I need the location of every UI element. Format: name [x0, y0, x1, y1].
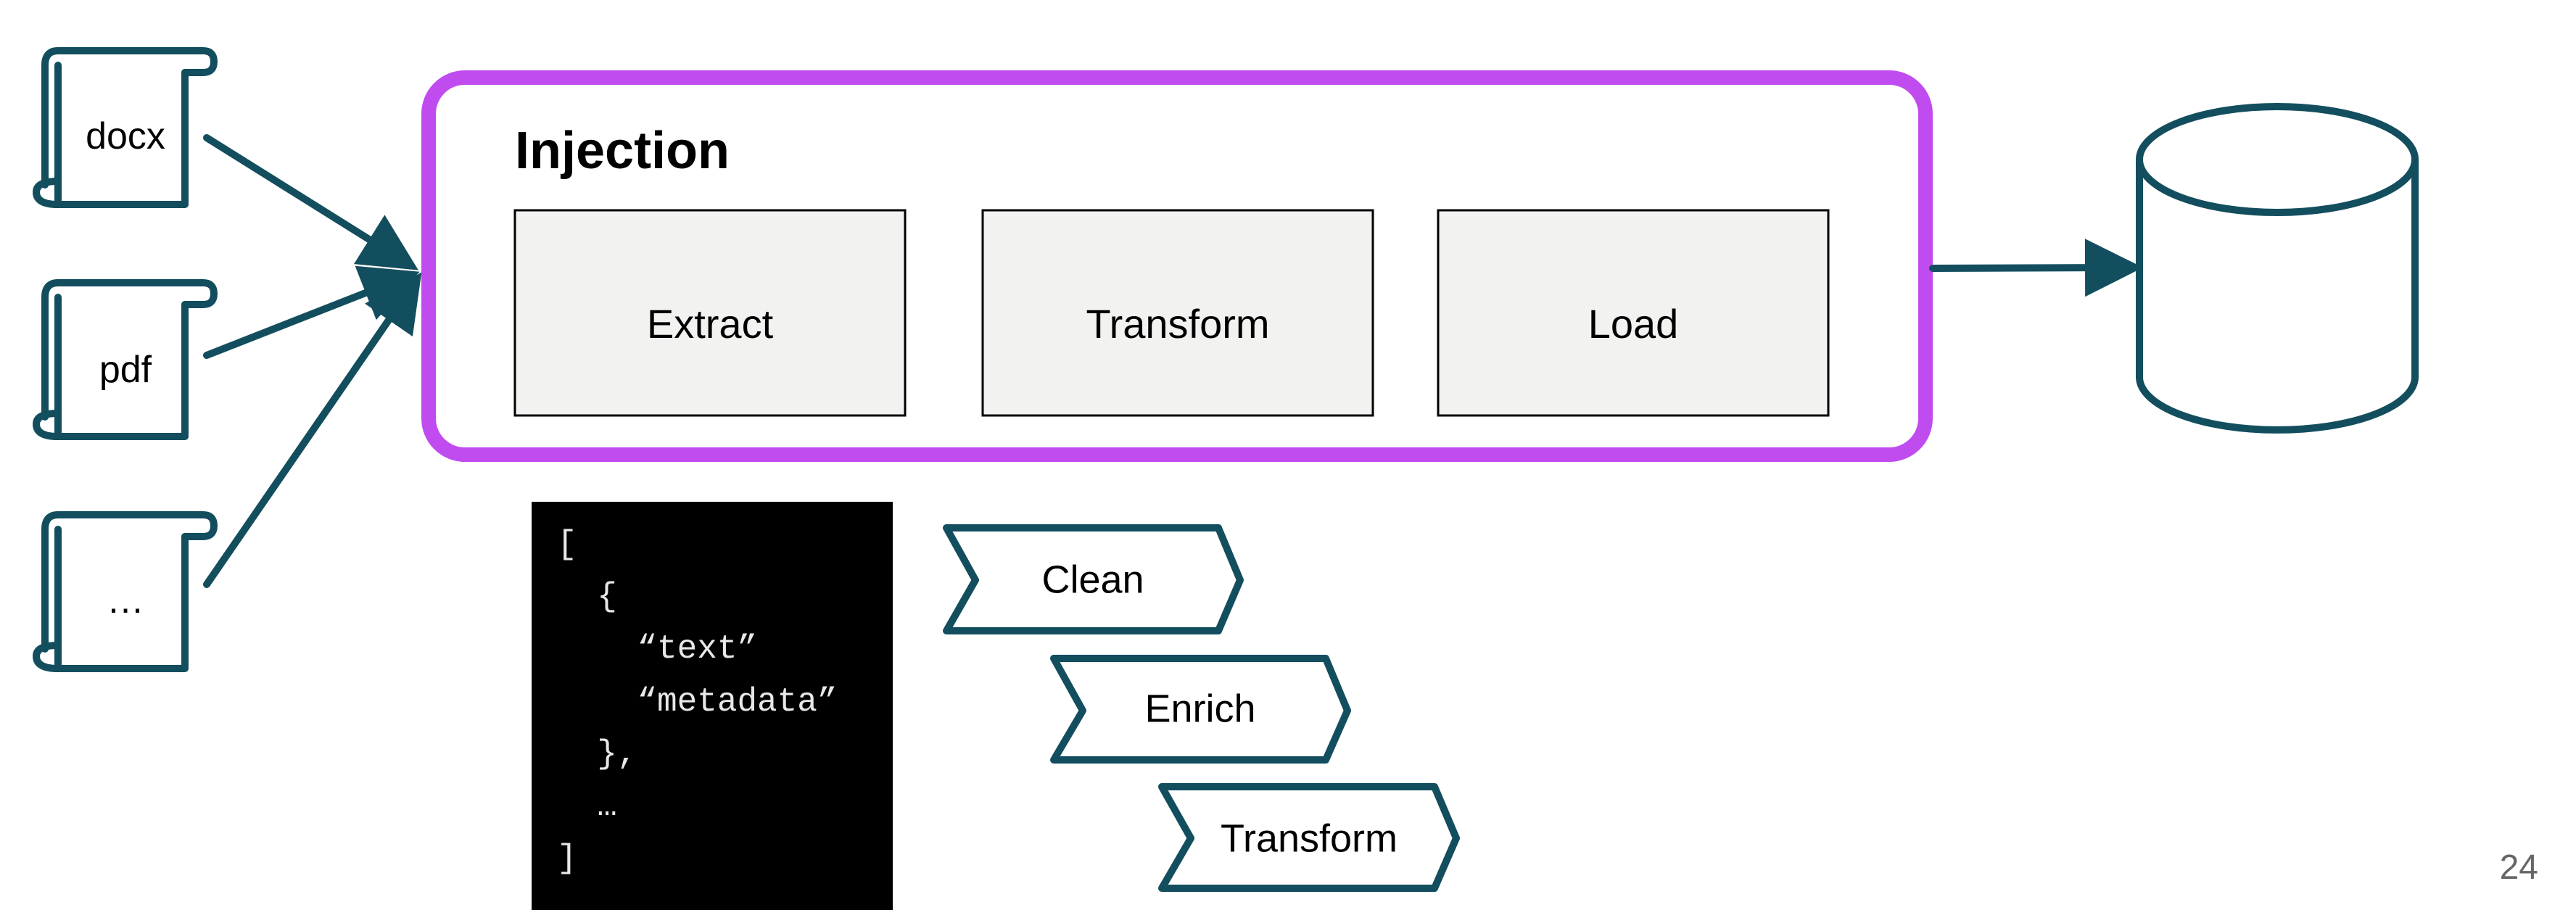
chevron-shape	[943, 524, 1244, 634]
code-line: ]	[557, 840, 577, 877]
code-sample: [ { “text” “metadata” }, … ]	[532, 502, 893, 910]
step-label: Transform	[1086, 301, 1269, 347]
chevron-label: Clean	[1041, 558, 1144, 601]
injection-title: Injection	[515, 122, 730, 180]
step-label: Load	[1588, 301, 1679, 347]
step-extract: Extract	[513, 209, 907, 417]
chevron-shape	[1050, 655, 1351, 764]
chevron-transform: Transform	[1158, 783, 1460, 892]
document-more: …	[36, 515, 214, 669]
document-label: docx	[86, 115, 165, 157]
step-box	[981, 209, 1374, 417]
chevron-label: Transform	[1221, 816, 1398, 860]
code-line: “text”	[557, 630, 757, 668]
transform-steps: Clean Enrich Transform	[943, 524, 1460, 892]
code-line: },	[557, 735, 637, 773]
step-load: Load	[1437, 209, 1830, 417]
document-label: …	[107, 579, 144, 621]
document-label: pdf	[99, 349, 152, 391]
database-icon	[2136, 103, 2419, 434]
injection-group-border	[421, 70, 1933, 462]
chevron-enrich: Enrich	[1050, 655, 1351, 764]
step-transform: Transform	[981, 209, 1374, 417]
code-line: [	[557, 526, 577, 563]
code-line: …	[557, 787, 617, 825]
step-box	[1437, 209, 1830, 417]
arrow-more-to-injection	[203, 272, 422, 588]
injection-group: Injection Extract Transform Load	[421, 70, 1933, 462]
chevron-clean: Clean	[943, 524, 1244, 634]
chevron-shape	[1158, 783, 1460, 892]
document-pdf: pdf	[36, 283, 214, 437]
source-documents: docx pdf …	[36, 51, 214, 669]
code-line: “metadata”	[557, 683, 837, 721]
code-sample-background	[532, 502, 893, 910]
page-number: 24	[2500, 848, 2538, 887]
step-box	[513, 209, 907, 417]
input-arrows	[203, 134, 422, 588]
arrow-docx-to-injection	[203, 134, 418, 270]
code-line: {	[557, 578, 617, 616]
step-label: Extract	[647, 301, 774, 347]
chevron-label: Enrich	[1144, 687, 1255, 730]
document-docx: docx	[36, 51, 214, 204]
